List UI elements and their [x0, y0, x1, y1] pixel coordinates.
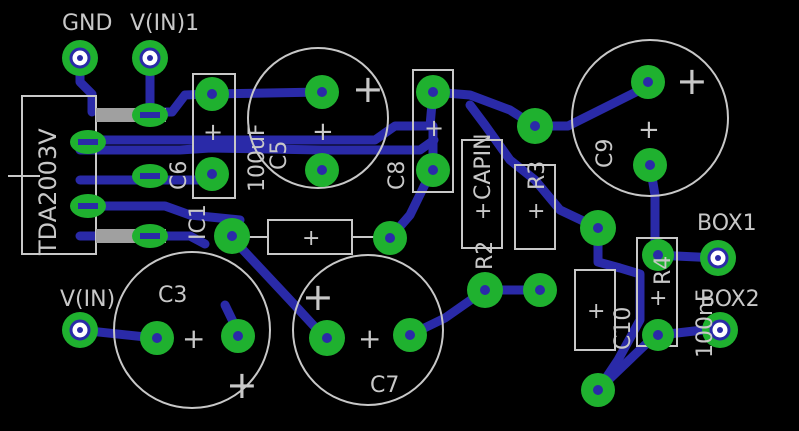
trace-ic-pin2-c8 — [75, 87, 438, 145]
pad-hole — [593, 385, 603, 395]
plus-c9: + — [676, 59, 708, 103]
plus-c5: + — [352, 67, 384, 111]
pad-hole — [227, 231, 237, 241]
ic-pad-hole — [140, 173, 160, 179]
trace-c10-box — [593, 223, 645, 395]
pad-box1 — [700, 240, 736, 276]
pad-vin1 — [132, 40, 168, 76]
pad-hole — [77, 327, 83, 333]
pad-hole — [715, 255, 721, 261]
pad-hole — [643, 77, 653, 87]
c8-outline — [412, 69, 454, 193]
pad-hole — [428, 87, 438, 97]
label-vin: V(IN) — [60, 287, 115, 312]
plus-c10: + — [587, 299, 605, 324]
pad-hole — [428, 165, 438, 175]
label-c10: C10 — [611, 307, 636, 350]
plus-r2: + — [474, 199, 492, 224]
label-c6: C6 — [167, 161, 192, 190]
plus-c3-outer: + — [226, 363, 258, 407]
pad-hole — [530, 121, 540, 131]
ic-pad-hole — [78, 203, 98, 209]
c9-outline — [571, 39, 729, 197]
label-c7: C7 — [370, 373, 399, 398]
pad-box2 — [702, 312, 738, 348]
label-gnd: GND — [62, 11, 112, 36]
label-r2: R2 — [473, 241, 498, 270]
plus-c7: + — [302, 275, 334, 319]
pad-hole — [207, 89, 217, 99]
pad-hole — [77, 55, 83, 61]
label-capin: CAPIN — [471, 133, 496, 200]
pad-hole — [593, 223, 603, 233]
ic-pad-hole — [140, 233, 160, 239]
pad-hole — [317, 165, 327, 175]
plus-c5-inner: + — [312, 117, 334, 147]
silk-text: GND V(IN)1 V(IN) BOX1 BOX2 C3 C7 TDA2003… — [34, 11, 760, 407]
ic-pad-hole — [78, 139, 98, 145]
c10-outline — [574, 269, 616, 351]
pad-hole — [147, 55, 153, 61]
c7-outline — [292, 254, 444, 406]
label-c3: C3 — [158, 283, 187, 308]
pad-hole — [233, 331, 243, 341]
pad-hole — [535, 285, 545, 295]
label-c5-value: 100uF — [245, 123, 270, 192]
label-c8: C8 — [385, 161, 410, 190]
label-box2: BOX2 — [700, 287, 760, 312]
pad-hole — [322, 333, 332, 343]
trace-ic-pin3-c5 — [75, 135, 439, 155]
pad-hole — [653, 250, 663, 260]
component-pad-holes — [152, 77, 663, 395]
label-box1: BOX1 — [697, 211, 757, 236]
c5-outline — [247, 47, 389, 189]
trace-c7-r2 — [405, 285, 545, 340]
pad-hole — [385, 233, 395, 243]
pad-vin — [62, 312, 98, 348]
r2-outline — [461, 139, 503, 249]
label-r4: R4 — [651, 256, 676, 285]
c3-outline — [113, 251, 271, 409]
plus-c9-inner: + — [638, 115, 660, 145]
pad-hole — [152, 333, 162, 343]
label-c5: C5 — [267, 141, 292, 170]
label-ic: TDA2003V — [34, 128, 62, 256]
label-c9: C9 — [593, 139, 618, 168]
ic-pad-holes — [78, 112, 160, 239]
plus-r4: + — [649, 286, 667, 311]
label-ic1: IC1 — [186, 204, 211, 240]
plus-c8: + — [424, 114, 444, 142]
plus-r1: + — [302, 226, 320, 251]
pad-hole — [717, 327, 723, 333]
pad-hole — [405, 330, 415, 340]
label-vin1: V(IN)1 — [130, 11, 199, 36]
label-r3: R3 — [525, 161, 550, 190]
silkscreen-layer — [8, 39, 729, 409]
r3-outline — [514, 164, 556, 250]
label-c10-value: 100nF — [693, 289, 718, 358]
c6-outline — [192, 73, 236, 199]
pad-hole — [317, 87, 327, 97]
pad-layer — [62, 40, 738, 407]
pad-hole — [653, 330, 663, 340]
ic-pad-hole — [140, 112, 160, 118]
plus-c7-inner: + — [358, 322, 381, 355]
pad-hole — [645, 160, 655, 170]
pad-hole — [207, 169, 217, 179]
plus-c6: + — [203, 118, 223, 146]
trace-capin-r3 — [465, 100, 603, 233]
plus-c3: + — [182, 322, 205, 355]
pad-hole — [480, 285, 490, 295]
plus-r3: + — [527, 199, 545, 224]
pad-gnd — [62, 40, 98, 76]
